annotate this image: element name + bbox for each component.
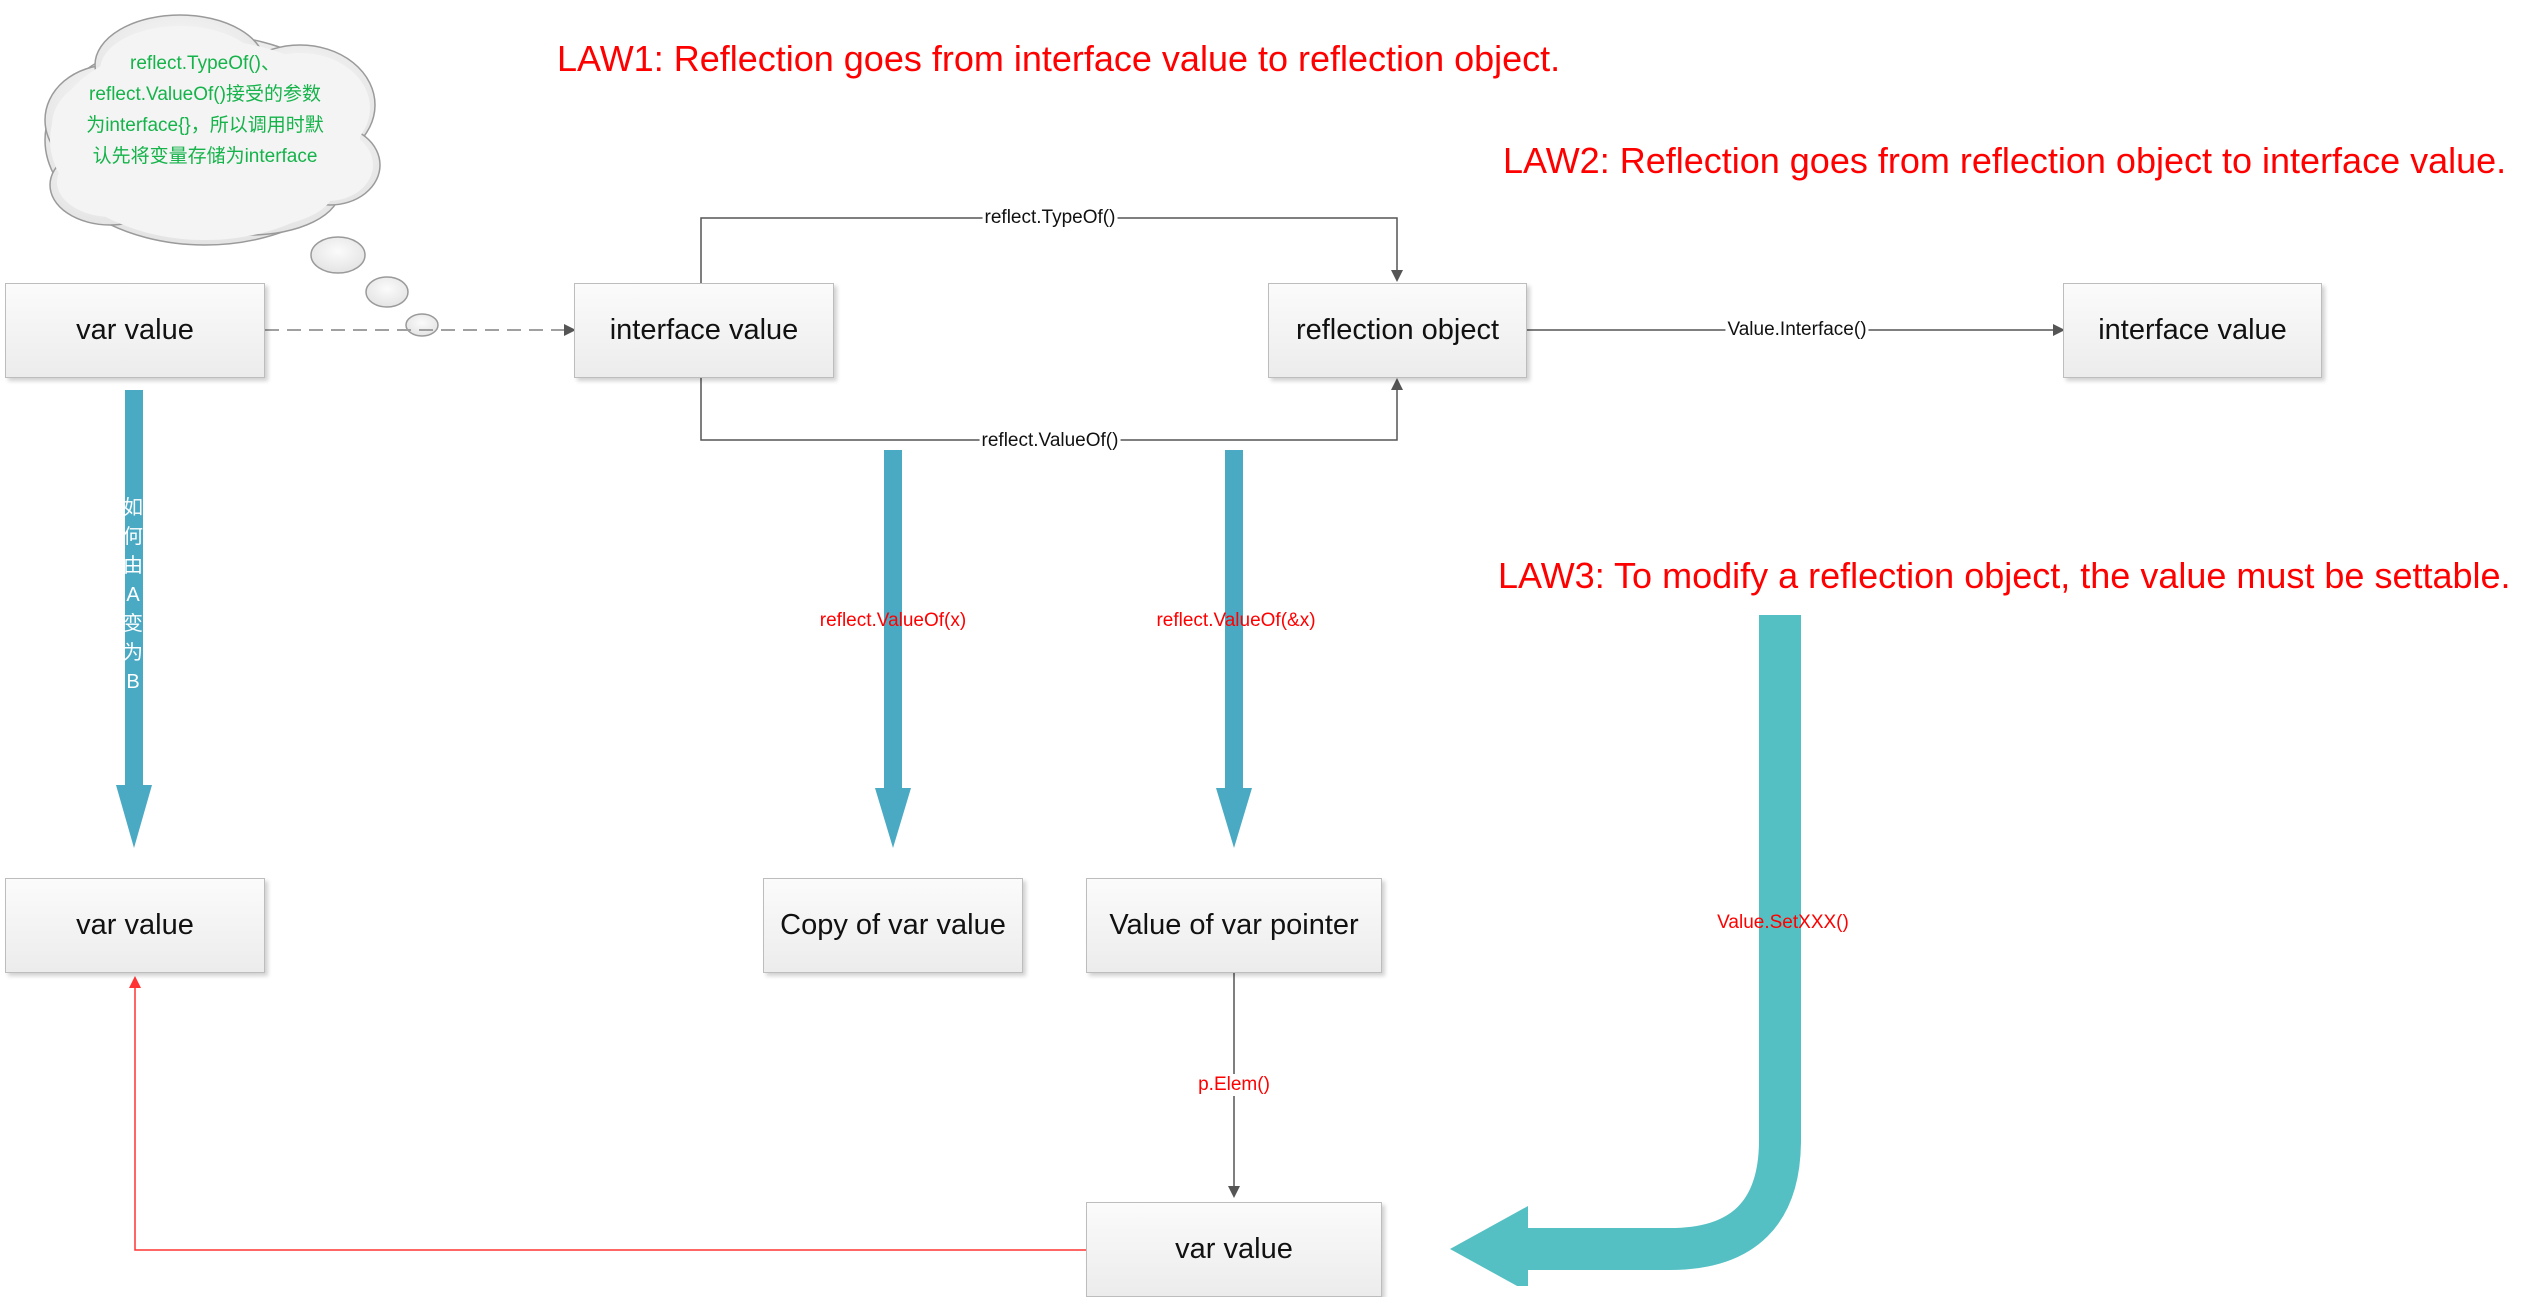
teal-arrow-setxxx <box>1450 615 1801 1286</box>
label-valueof-ptr-x: reflect.ValueOf(&x) <box>1156 610 1316 631</box>
label-value-setxxx: Value.SetXXX() <box>1717 912 1849 933</box>
node-interface-value-right[interactable]: interface value <box>2063 283 2322 378</box>
label-p-elem: p.Elem() <box>1194 1074 1274 1096</box>
a-to-b-label: 如何由A变为B <box>123 497 143 693</box>
label-typeof: reflect.TypeOf() <box>982 207 1118 229</box>
node-reflection-object[interactable]: reflection object <box>1268 283 1527 378</box>
node-var-value-mid[interactable]: var value <box>5 878 265 973</box>
node-var-value-bottom[interactable]: var value <box>1086 1202 1382 1297</box>
red-feedback-line <box>129 976 1086 1251</box>
law2-title: LAW2: Reflection goes from reflection ob… <box>1503 140 2507 181</box>
label-valueof-x: reflect.ValueOf(x) <box>819 610 967 631</box>
node-copy-of-var-value[interactable]: Copy of var value <box>763 878 1023 973</box>
blue-arrow-valueof-ptr <box>1216 450 1252 848</box>
law1-title: LAW1: Reflection goes from interface val… <box>557 38 1561 79</box>
node-value-of-var-pointer[interactable]: Value of var pointer <box>1086 878 1382 973</box>
label-valueof: reflect.ValueOf() <box>979 430 1121 452</box>
cloud-note-text: reflect.TypeOf()、reflect.ValueOf()接受的参数为… <box>86 53 324 167</box>
law3-title: LAW3: To modify a reflection object, the… <box>1498 555 2511 596</box>
label-value-interface: Value.Interface() <box>1725 319 1869 341</box>
node-var-value-top[interactable]: var value <box>5 283 265 378</box>
node-interface-value-left[interactable]: interface value <box>574 283 834 378</box>
blue-arrow-valueof-x <box>875 450 911 848</box>
blue-arrow-a-to-b <box>116 390 152 848</box>
